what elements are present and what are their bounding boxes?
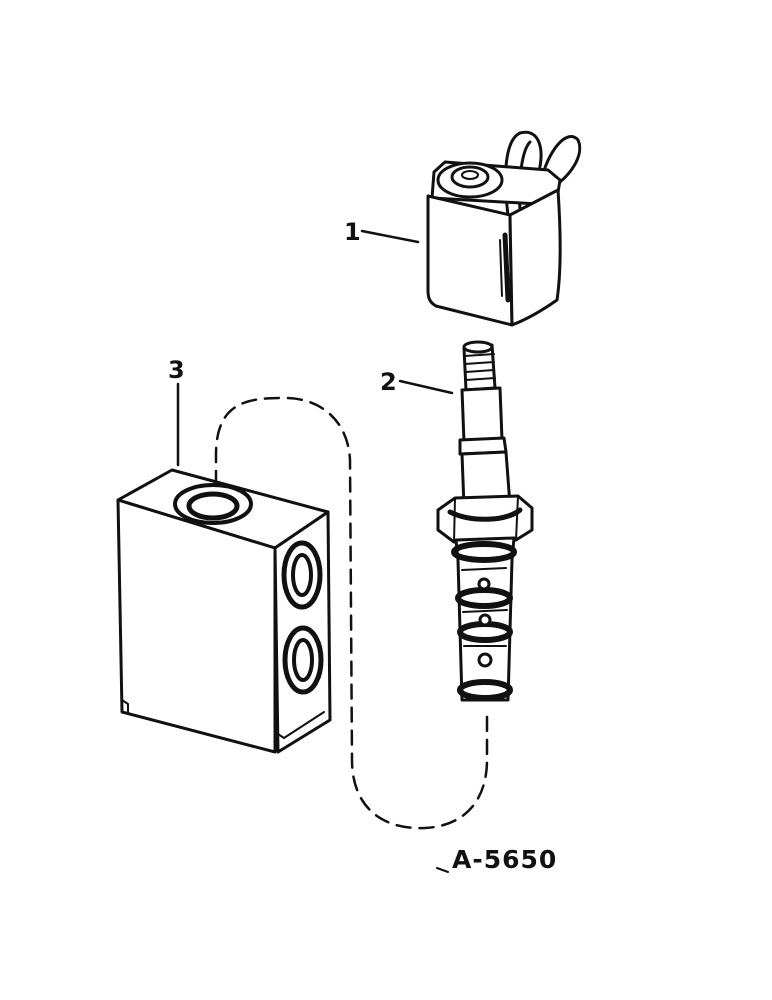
callout-3: 3 — [168, 356, 185, 467]
valve-body[interactable] — [116, 468, 332, 754]
callout-1: 1 — [344, 218, 420, 246]
assembly-path-line — [214, 396, 489, 830]
callout-2: 2 — [380, 368, 454, 396]
callout-1-label: 1 — [344, 218, 361, 246]
solenoid-coil[interactable] — [426, 130, 582, 327]
callout-2-label: 2 — [380, 368, 397, 396]
figure-code-tick — [436, 867, 449, 873]
callout-3-label: 3 — [168, 356, 185, 384]
figure-code: A-5650 — [452, 845, 557, 874]
valve-cartridge[interactable] — [436, 340, 534, 702]
